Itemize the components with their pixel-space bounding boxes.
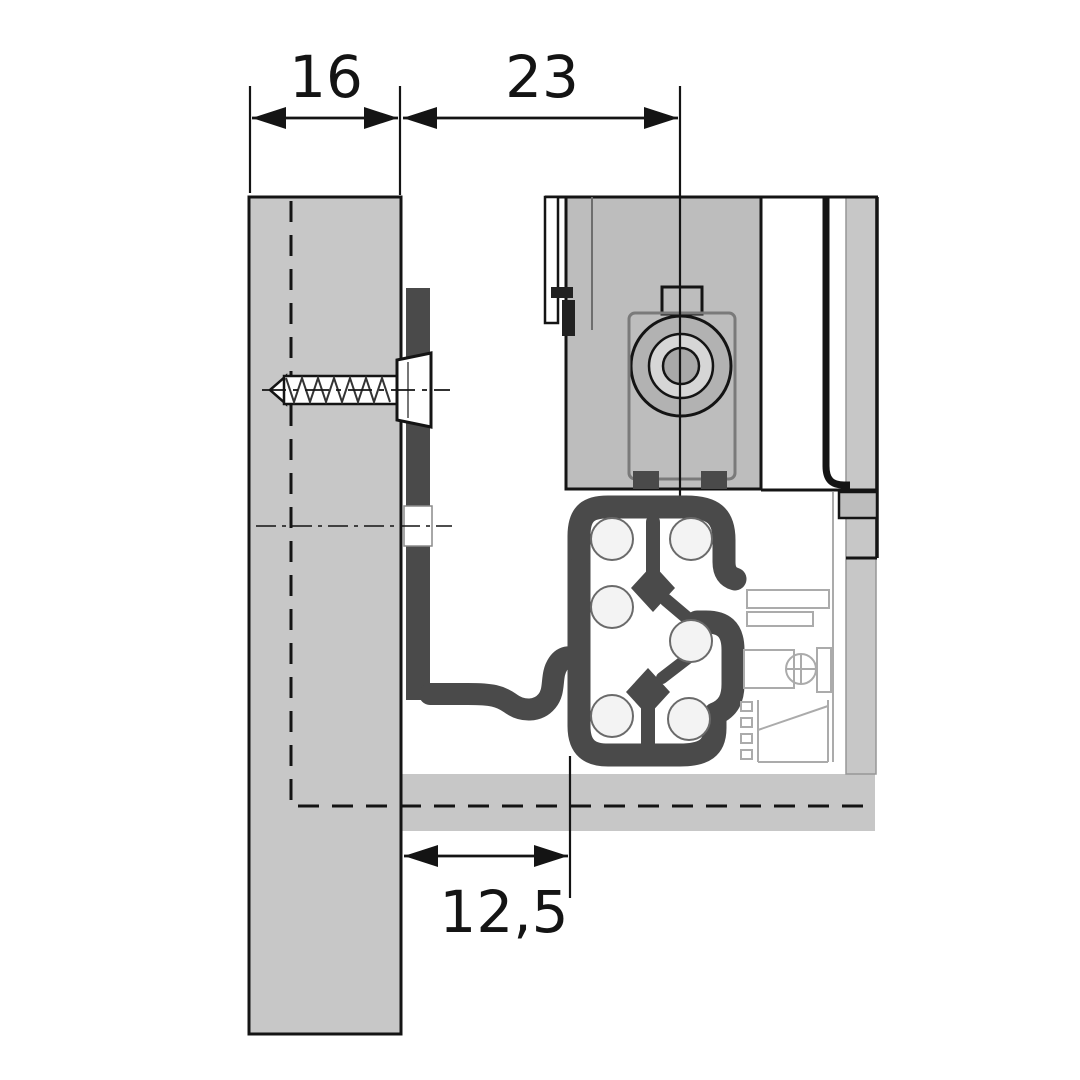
dimension-label-12-5: 12,5 (439, 878, 568, 946)
slide-arm-profile (419, 646, 590, 721)
tab-hook-upper (551, 287, 573, 298)
cabinet-side-panel (247, 195, 403, 1036)
arrow-right-icon (364, 107, 398, 129)
ball-bearing (590, 517, 634, 561)
dimension-label-23: 23 (505, 43, 579, 111)
drawer-bottom-panel (401, 774, 875, 831)
dimension-16: 16 (248, 43, 402, 195)
wall-bracket (406, 288, 430, 700)
slide-top-member (543, 195, 879, 560)
ghost-tooth (740, 733, 753, 744)
ghost-plate-lower (746, 611, 814, 627)
rail-clip (837, 490, 879, 520)
arrow-right-icon (534, 845, 568, 867)
dimension-12-5: 12,5 (404, 756, 572, 946)
roller-pin (660, 285, 704, 316)
ghost-lever (757, 700, 829, 763)
ghost-tooth (740, 701, 753, 712)
arrow-left-icon (404, 845, 438, 867)
panels (247, 195, 877, 1036)
runner-rail (822, 197, 850, 489)
ghost-stud (816, 647, 832, 693)
arrow-right-icon (644, 107, 678, 129)
roller-housing (627, 311, 737, 481)
drawer-outline-dashed (289, 201, 874, 808)
ball-cage-bottom (567, 556, 727, 767)
housing-foot-left (633, 471, 659, 489)
retainer-link-mid (659, 593, 699, 629)
ball-bearing (590, 585, 634, 629)
arrow-left-icon (403, 107, 437, 129)
ball-bearing (669, 517, 713, 561)
front-tab (543, 195, 560, 325)
ghost-plate-upper (746, 589, 830, 609)
ball-bearing (590, 694, 634, 738)
tab-hook-lower (562, 300, 575, 336)
ball-cage-top (567, 495, 747, 591)
dimension-label-16: 16 (289, 43, 363, 111)
dimension-23: 23 (403, 43, 678, 129)
drawer-side-panel (845, 196, 877, 775)
ball-bearing (669, 619, 713, 663)
retainer-diamond-lower (626, 668, 670, 716)
ghost-tooth (740, 749, 753, 760)
housing-foot-right (701, 471, 727, 489)
arrow-left-icon (252, 107, 286, 129)
ghost-tooth (740, 717, 753, 728)
ghost-hardware (740, 492, 834, 763)
slide-profile (403, 288, 747, 767)
ball-bearing (667, 697, 711, 741)
ball-cage-hook (685, 610, 745, 726)
